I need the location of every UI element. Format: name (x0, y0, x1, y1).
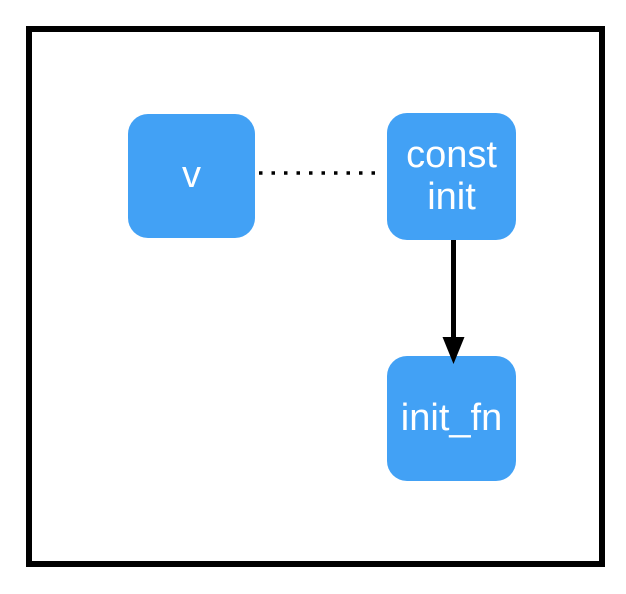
node-const-init-label-line2: init (427, 175, 476, 218)
node-const-init: const init (387, 113, 516, 240)
node-v-label: v (182, 154, 201, 197)
diagram-frame (26, 26, 605, 567)
node-v: v (128, 114, 255, 238)
node-init-fn-label: init_fn (400, 396, 503, 439)
node-const-init-label-line1: const (406, 133, 497, 176)
node-init-fn: init_fn (387, 356, 516, 481)
